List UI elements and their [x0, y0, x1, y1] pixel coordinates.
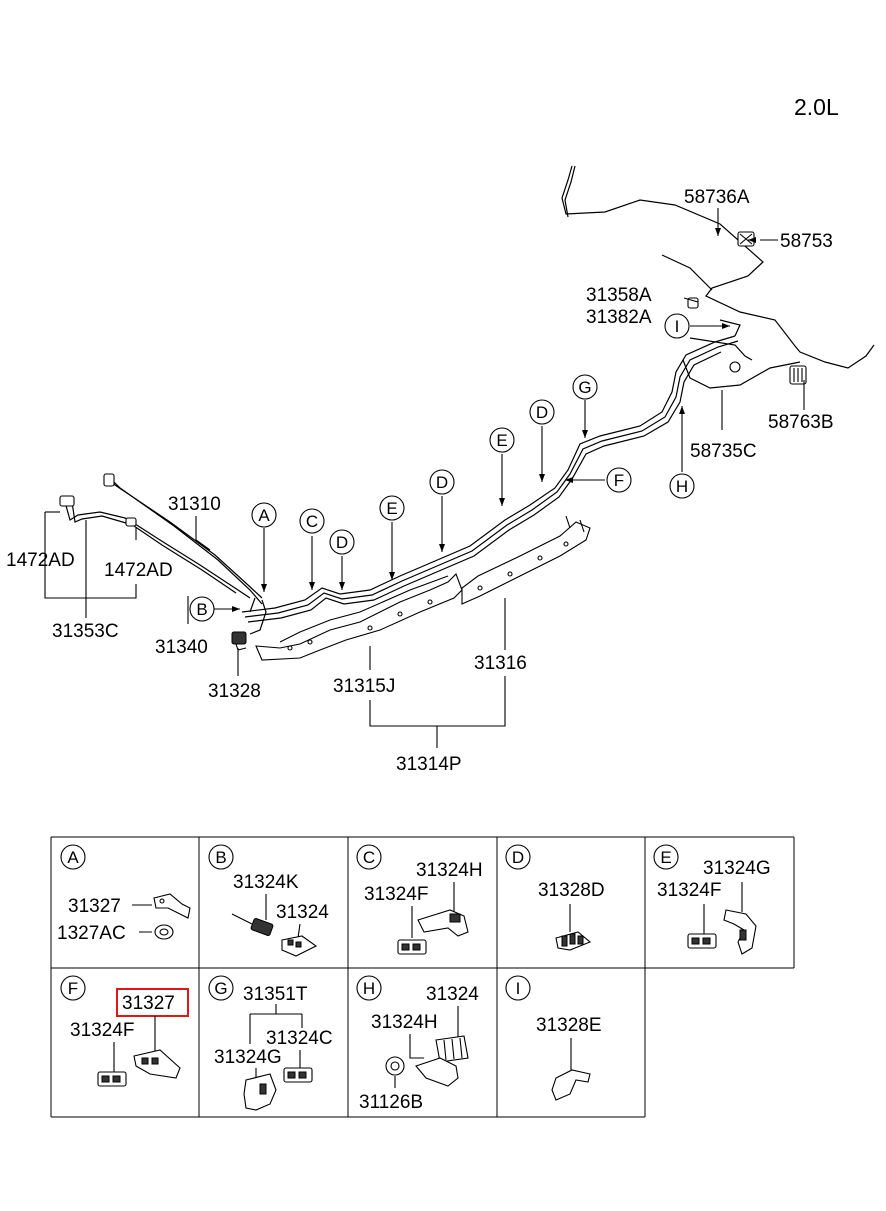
detail-letter-i: I: [516, 979, 521, 998]
callout-i: I: [664, 313, 690, 339]
detail-c-label-31324f: 31324F: [364, 884, 428, 905]
detail-d-label-31328d: 31328D: [538, 880, 605, 901]
svg-text:H: H: [676, 477, 688, 496]
callout-c: C: [299, 508, 325, 534]
svg-text:D: D: [436, 473, 448, 492]
detail-h-label-31324h: 31324H: [371, 1012, 438, 1033]
detail-cell-a: A 31327 1327AC: [57, 844, 191, 944]
callout-a: A: [251, 502, 277, 528]
detail-cell-h: H 31324 31324H 31126B: [356, 975, 479, 1113]
detail-a-label-1327ac: 1327AC: [57, 923, 126, 944]
label-31340: 31340: [155, 637, 208, 658]
label-1472ad-right: 1472AD: [104, 560, 173, 581]
callout-h: H: [669, 473, 695, 499]
clip-31328: [231, 631, 247, 651]
svg-text:I: I: [675, 317, 680, 336]
detail-cell-e: E 31324G 31324F: [653, 844, 771, 955]
detail-letter-e: E: [660, 848, 671, 867]
detail-f-label-31327: 31327: [122, 993, 175, 1014]
callout-d3: D: [529, 399, 555, 425]
engine-label: 2.0L: [794, 94, 839, 120]
svg-text:B: B: [196, 600, 207, 619]
label-31310: 31310: [168, 494, 221, 515]
callout-d1: D: [329, 529, 355, 555]
svg-text:E: E: [386, 499, 397, 518]
bracket-31316: [461, 515, 591, 605]
detail-cell-g: G 31351T 31324C 31324G: [208, 975, 333, 1111]
label-31315j: 31315J: [333, 676, 395, 697]
detail-e-label-31324f: 31324F: [657, 880, 721, 901]
fuel-lines: [59, 165, 875, 635]
svg-text:A: A: [258, 506, 270, 525]
detail-g-label-31324c: 31324C: [266, 1028, 333, 1049]
svg-text:D: D: [536, 403, 548, 422]
label-58763b: 58763B: [768, 412, 834, 433]
callout-circles: I H F G D E D E D C A B: [189, 313, 695, 622]
highlight-box-31327: [116, 988, 189, 1017]
detail-letter-f: F: [68, 979, 78, 998]
detail-c-label-31324h: 31324H: [416, 860, 483, 881]
label-1472ad-left: 1472AD: [6, 550, 75, 571]
vapor-connectors: [687, 231, 807, 385]
detail-letter-h: H: [363, 979, 375, 998]
detail-cell-i: I 31328E: [505, 975, 602, 1101]
detail-letter-d: D: [512, 848, 524, 867]
detail-letter-b: B: [215, 848, 226, 867]
detail-a-label-31327: 31327: [68, 896, 121, 917]
label-31328: 31328: [208, 681, 261, 702]
detail-letter-c: C: [363, 848, 375, 867]
callout-e2: E: [489, 427, 515, 453]
label-31358a: 31358A: [586, 285, 652, 306]
detail-grid: [50, 836, 795, 1118]
bracket-31315j: [255, 573, 463, 661]
detail-letter-g: G: [214, 979, 227, 998]
detail-cell-c: C 31324H 31324F: [356, 844, 483, 955]
callout-d2: D: [429, 469, 455, 495]
detail-h-label-31324: 31324: [426, 984, 479, 1005]
callout-b: B: [189, 596, 215, 622]
detail-f-label-31324f: 31324F: [70, 1020, 134, 1041]
detail-h-label-31126b: 31126B: [359, 1092, 423, 1113]
svg-text:E: E: [496, 431, 507, 450]
detail-cell-f: F 31327 31324F: [60, 975, 189, 1087]
label-58753: 58753: [780, 231, 833, 252]
detail-g-label-31324g: 31324G: [214, 1047, 282, 1068]
detail-b-label-31324: 31324: [276, 902, 329, 923]
detail-b-label-31324k: 31324K: [233, 872, 299, 893]
callout-g: G: [572, 374, 598, 400]
label-31353c: 31353C: [52, 621, 119, 642]
detail-e-label-31324g: 31324G: [703, 858, 771, 879]
label-58736a: 58736A: [684, 187, 750, 208]
label-31314p: 31314P: [396, 754, 462, 775]
detail-cell-b: B 31324K 31324: [208, 844, 329, 957]
label-31382a: 31382A: [586, 307, 652, 328]
leader-lines: [44, 208, 805, 748]
detail-letter-a: A: [67, 848, 79, 867]
label-31316: 31316: [474, 653, 527, 674]
svg-text:D: D: [336, 533, 348, 552]
label-58735c: 58735C: [690, 441, 757, 462]
svg-text:C: C: [306, 512, 318, 531]
callout-e1: E: [379, 495, 405, 521]
detail-g-label-31351t: 31351T: [243, 984, 308, 1005]
detail-i-label-31328e: 31328E: [536, 1015, 602, 1036]
svg-text:F: F: [614, 471, 624, 490]
main-part-labels: 58736A 58753 31358A 31382A 58763B 58735C…: [6, 187, 834, 775]
arrowheads: [232, 228, 756, 612]
detail-cell-d: D 31328D: [505, 844, 605, 951]
svg-text:G: G: [578, 378, 591, 397]
callout-f: F: [606, 467, 632, 493]
